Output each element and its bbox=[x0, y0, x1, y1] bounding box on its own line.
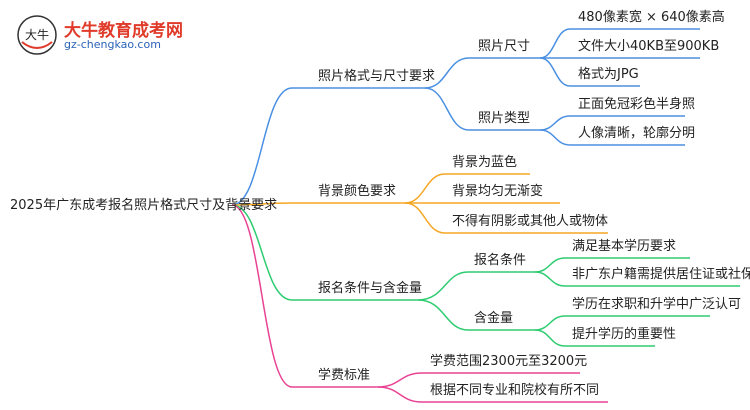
node-value: 含金量 bbox=[474, 311, 514, 326]
leaf-non-local-proof: 非广东户籍需提供居住证或社保证明 bbox=[572, 267, 750, 282]
leaf-fee-varies: 根据不同专业和院校有所不同 bbox=[430, 383, 600, 398]
site-logo: 大牛 大牛教育成考网 gz-chengkao.com bbox=[16, 14, 226, 58]
logo-mark-icon: 大牛 bbox=[17, 15, 57, 55]
link-b4-c2 bbox=[377, 386, 423, 403]
branch-eligibility-value: 报名条件与含金量 bbox=[318, 281, 423, 296]
leaf-photo-kind: 正面免冠彩色半身照 bbox=[578, 97, 696, 112]
leaf-basic-education: 满足基本学历要求 bbox=[572, 239, 677, 254]
branch-photo-format: 照片格式与尺寸要求 bbox=[318, 69, 436, 84]
leaf-no-shadow: 不得有阴影或其他人或物体 bbox=[452, 214, 609, 229]
link-b1-c1 bbox=[424, 57, 470, 89]
link-b2-c3 bbox=[404, 202, 446, 234]
branch-background-color: 背景颜色要求 bbox=[318, 184, 397, 199]
leaf-fee-range: 学费范围2300元至3200元 bbox=[430, 354, 588, 369]
link-b3-c1 bbox=[417, 271, 469, 301]
link-b2-c1 bbox=[404, 173, 446, 204]
link-b4-c1 bbox=[377, 372, 423, 388]
leaf-portrait-clarity: 人像清晰，轮廓分明 bbox=[578, 126, 696, 141]
leaf-blue-background: 背景为蓝色 bbox=[452, 155, 518, 170]
leaf-uniform-background: 背景均匀无渐变 bbox=[452, 184, 544, 199]
node-eligibility: 报名条件 bbox=[474, 253, 527, 268]
link-root-b1 bbox=[231, 87, 293, 206]
node-photo-size: 照片尺寸 bbox=[478, 39, 531, 54]
leaf-importance: 提升学历的重要性 bbox=[572, 327, 677, 342]
node-photo-type: 照片类型 bbox=[478, 111, 531, 126]
link-b3-c2 bbox=[417, 299, 469, 331]
link-root-b2 bbox=[231, 202, 293, 206]
root-node: 2025年广东成考报名照片格式尺寸及背景要求 bbox=[10, 198, 278, 213]
logo-url: gz-chengkao.com bbox=[64, 38, 161, 51]
link-root-b4 bbox=[231, 204, 293, 388]
branch-tuition: 学费标准 bbox=[318, 368, 371, 383]
leaf-dimensions: 480像素宽 × 640像素高 bbox=[578, 10, 725, 25]
logo-title: 大牛教育成考网 bbox=[64, 21, 183, 41]
leaf-file-format: 格式为JPG bbox=[578, 67, 639, 82]
link-root-b3 bbox=[231, 204, 293, 301]
logo-mark-text: 大牛 bbox=[25, 27, 49, 42]
link-b1-c2 bbox=[424, 87, 470, 131]
leaf-wide-recognition: 学历在求职和升学中广泛认可 bbox=[572, 297, 742, 312]
leaf-file-size: 文件大小40KB至900KB bbox=[578, 39, 720, 54]
